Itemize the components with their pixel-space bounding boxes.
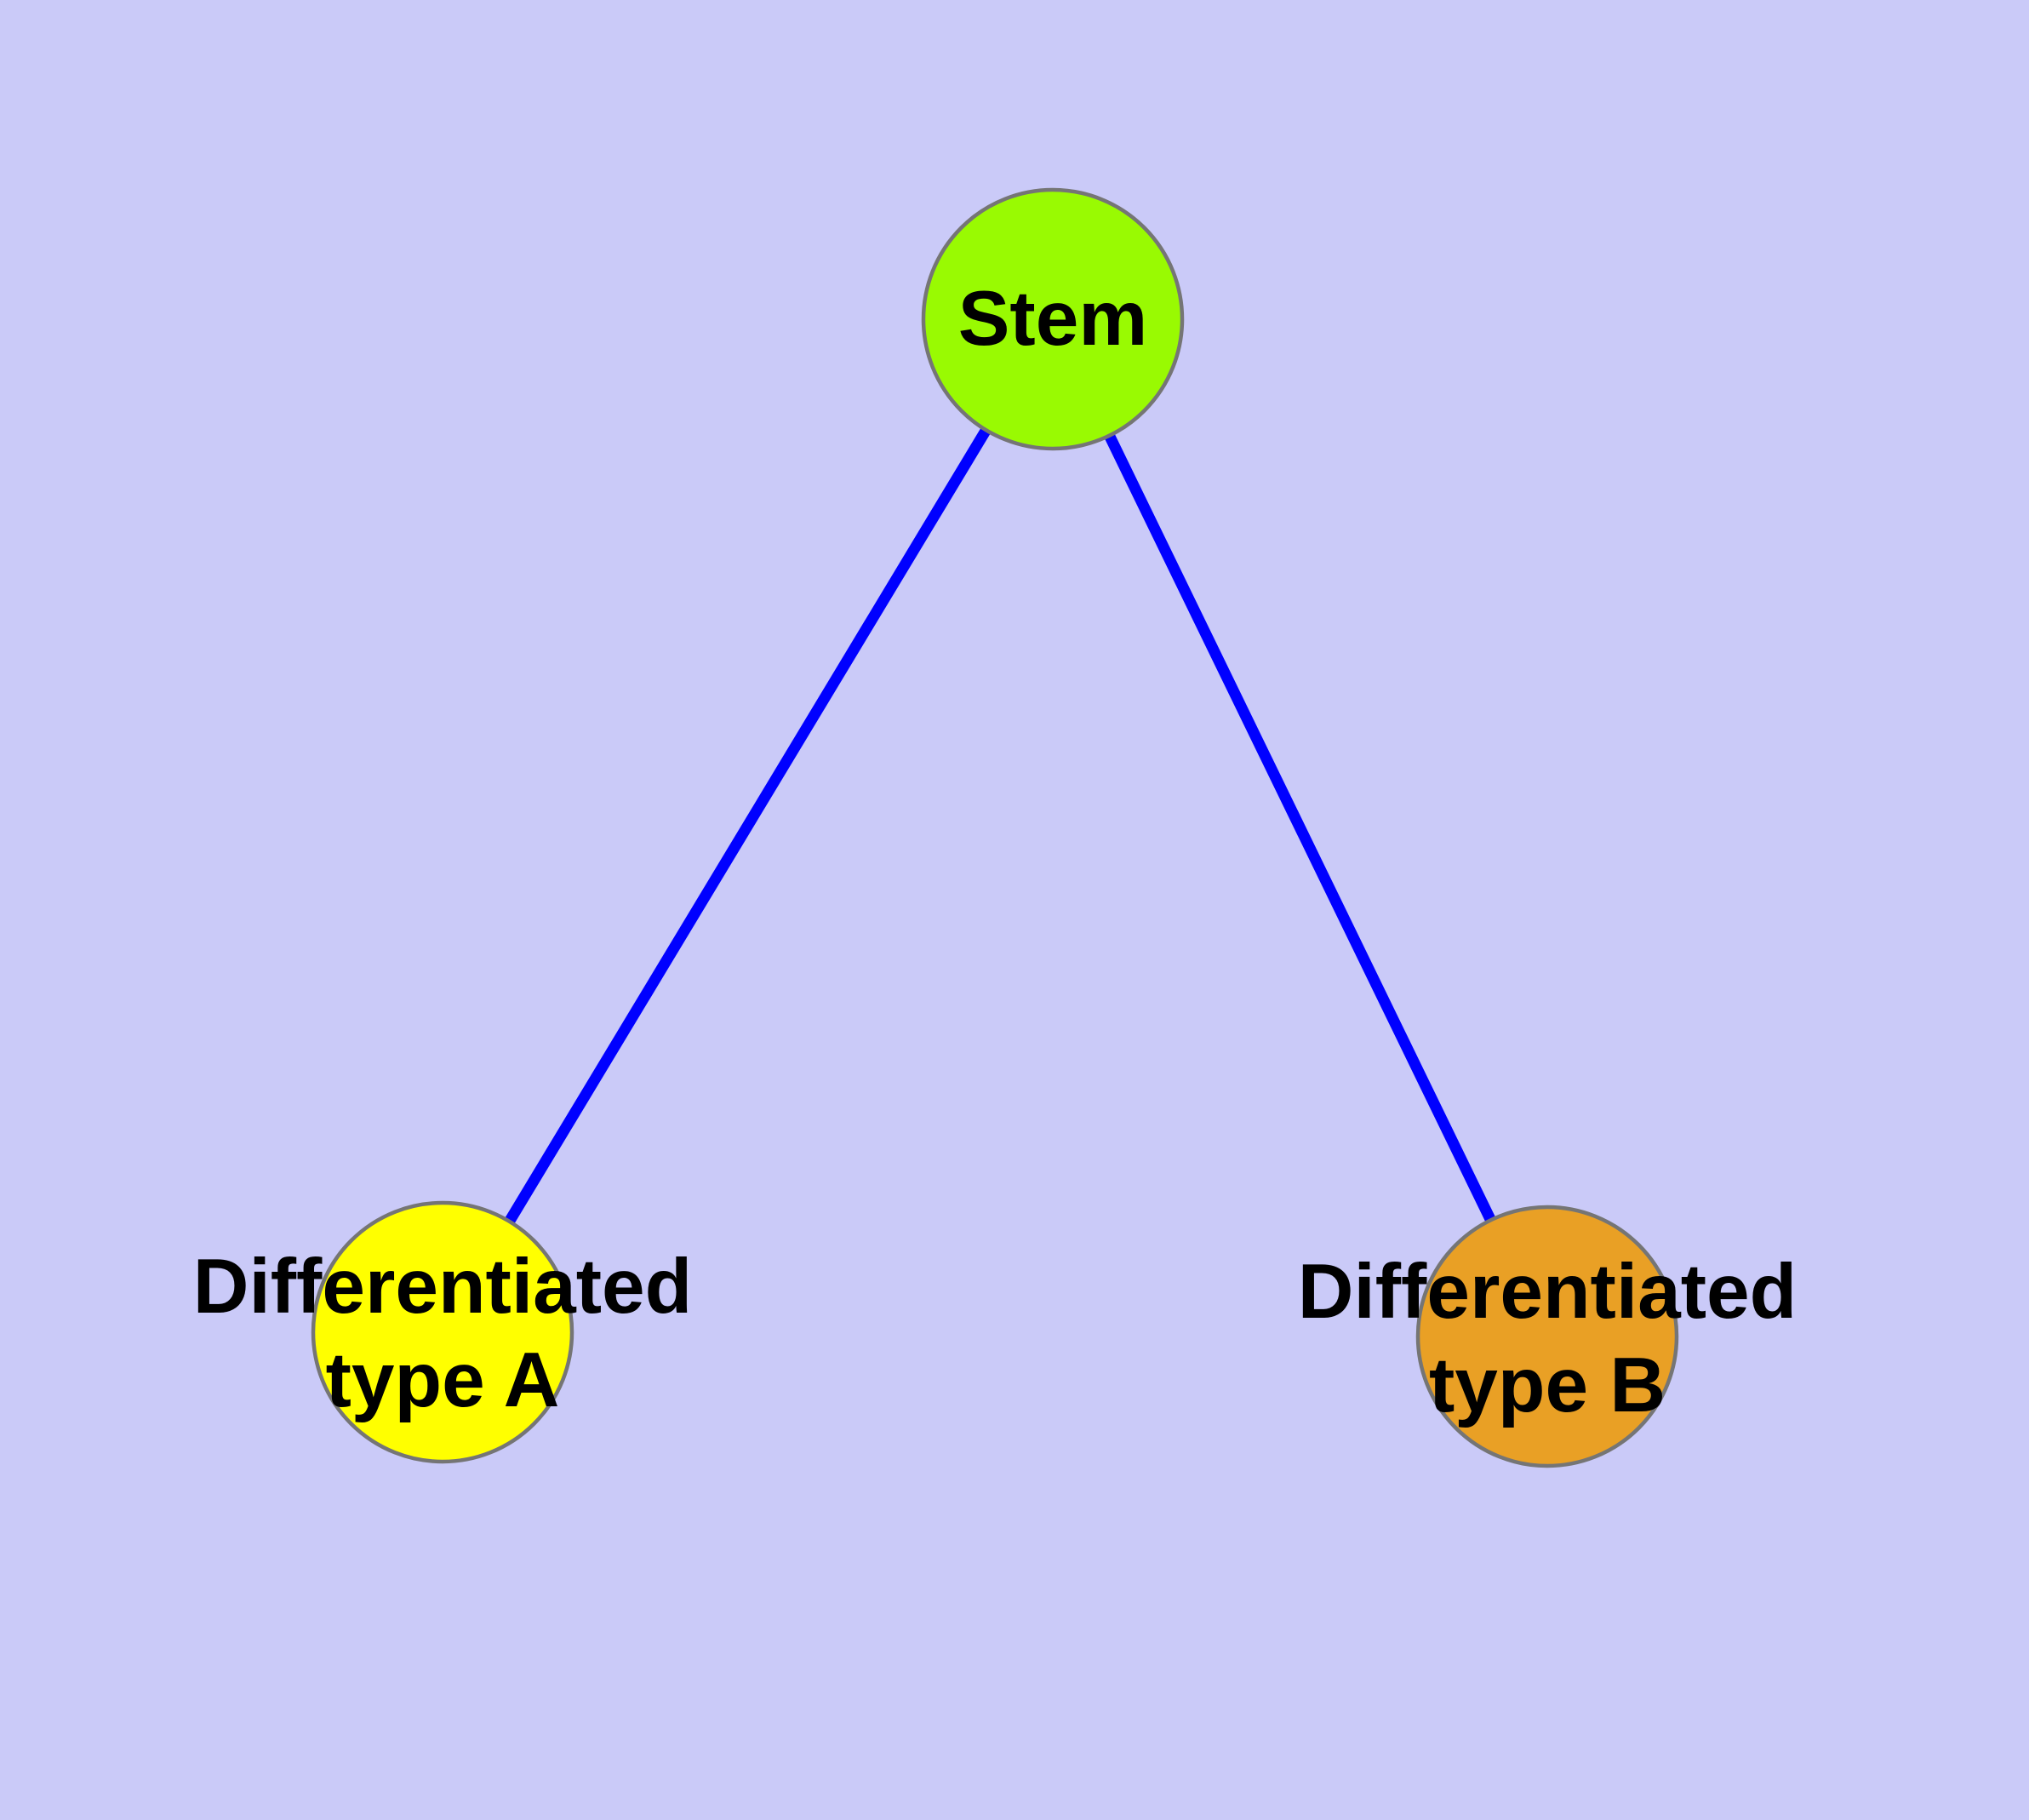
edge-stem-to-type-b <box>1048 317 1552 1339</box>
type-b-node-circle <box>1415 1205 1679 1468</box>
edge-stem-to-type-a <box>437 316 1058 1336</box>
stem-node-circle <box>921 187 1185 451</box>
type-a-node-circle <box>311 1200 574 1464</box>
